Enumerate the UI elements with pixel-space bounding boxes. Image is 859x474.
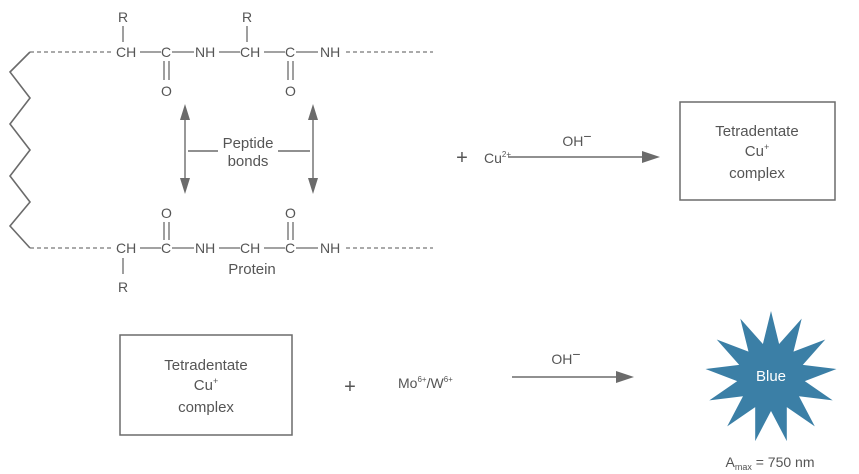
reaction1-condition-oh: OH bbox=[562, 133, 583, 149]
bottom-o1: O bbox=[161, 205, 172, 221]
bottom-c1: C bbox=[161, 240, 171, 256]
protein-label: Protein bbox=[228, 261, 276, 278]
reaction1-product-line3: complex bbox=[729, 165, 785, 182]
left-arrow-head-down bbox=[180, 178, 190, 194]
top-r2: R bbox=[242, 9, 252, 25]
reaction1-product-charge: + bbox=[764, 142, 769, 152]
bottom-c2: C bbox=[285, 240, 295, 256]
right-arrow-head-up bbox=[308, 104, 318, 120]
top-o2: O bbox=[285, 83, 296, 99]
absorbance-prefix: A bbox=[725, 454, 735, 470]
absorbance-sub: max bbox=[735, 462, 753, 472]
top-o1: O bbox=[161, 83, 172, 99]
peptide-label-line1: Peptide bbox=[223, 135, 274, 152]
protein-chain-zigzag bbox=[8, 51, 32, 249]
top-c2: C bbox=[285, 44, 295, 60]
reaction1-condition-charge: − bbox=[583, 128, 591, 144]
bottom-nh2: NH bbox=[320, 240, 340, 256]
reaction2-reagent: Mo6+/W6+ bbox=[398, 375, 453, 391]
reaction2-reagent-sep: /W bbox=[427, 375, 445, 391]
reaction2-arrow-head bbox=[616, 371, 634, 383]
reaction-1: + Cu2+ OH− Tetradentate Cu+ complex bbox=[456, 101, 836, 201]
blue-starburst bbox=[705, 311, 837, 442]
top-c1: C bbox=[161, 44, 171, 60]
bottom-ch1: CH bbox=[116, 240, 136, 256]
reaction1-product-cu: Cu bbox=[745, 143, 764, 160]
reaction2-plus: + bbox=[344, 376, 356, 398]
reaction1-reagent-charge: 2+ bbox=[502, 150, 511, 159]
reaction1-product-line1: Tetradentate bbox=[715, 123, 798, 140]
reaction2-reagent-mo-charge: 6+ bbox=[417, 375, 426, 384]
reaction2-reactant-charge: + bbox=[213, 376, 218, 386]
top-peptide-strand: R CH C O NH R CH C O NH bbox=[30, 9, 433, 99]
reaction2-condition-charge: − bbox=[572, 346, 580, 362]
reaction1-product-box bbox=[679, 101, 836, 201]
left-arrow-head-up bbox=[180, 104, 190, 120]
reaction1-reagent-cu: Cu2+ bbox=[484, 150, 511, 166]
reaction2-reagent-w-charge: 6+ bbox=[444, 375, 453, 384]
reaction2-reactant-line2: Cu+ bbox=[194, 376, 218, 394]
top-ch2: CH bbox=[240, 44, 260, 60]
top-ch1: CH bbox=[116, 44, 136, 60]
reaction1-condition: OH− bbox=[562, 128, 591, 149]
reaction2-condition: OH− bbox=[551, 346, 580, 367]
bottom-ch2: CH bbox=[240, 240, 260, 256]
reaction2-reactant-line3: complex bbox=[178, 399, 234, 416]
top-r1: R bbox=[118, 9, 128, 25]
reaction2-reactant-box bbox=[119, 334, 293, 436]
bottom-nh1: NH bbox=[195, 240, 215, 256]
reaction2-condition-oh: OH bbox=[551, 351, 572, 367]
top-nh2: NH bbox=[320, 44, 340, 60]
reaction1-product-line2: Cu+ bbox=[745, 142, 769, 160]
reaction1-reagent: Cu bbox=[484, 150, 502, 166]
top-nh1: NH bbox=[195, 44, 215, 60]
reaction2-reagent-mo: Mo bbox=[398, 375, 418, 391]
absorbance-label: Amax = 750 nm bbox=[725, 454, 814, 472]
reaction1-plus: + bbox=[456, 147, 468, 169]
reaction2-reactant-cu: Cu bbox=[194, 377, 213, 394]
reaction-2: Tetradentate Cu+ complex + Mo6+/W6+ OH− … bbox=[119, 311, 837, 472]
absorbance-value: = 750 nm bbox=[752, 454, 815, 470]
reaction1-arrow-head bbox=[642, 151, 660, 163]
peptide-bond-arrows: Peptide bonds bbox=[180, 104, 318, 194]
reaction2-reactant-line1: Tetradentate bbox=[164, 357, 247, 374]
burst-label: Blue bbox=[756, 368, 786, 385]
bottom-peptide-strand: O O CH C NH CH C NH R Protein bbox=[30, 205, 433, 295]
right-arrow-head-down bbox=[308, 178, 318, 194]
peptide-label-line2: bonds bbox=[228, 153, 269, 170]
bottom-r1: R bbox=[118, 279, 128, 295]
bottom-o2: O bbox=[285, 205, 296, 221]
